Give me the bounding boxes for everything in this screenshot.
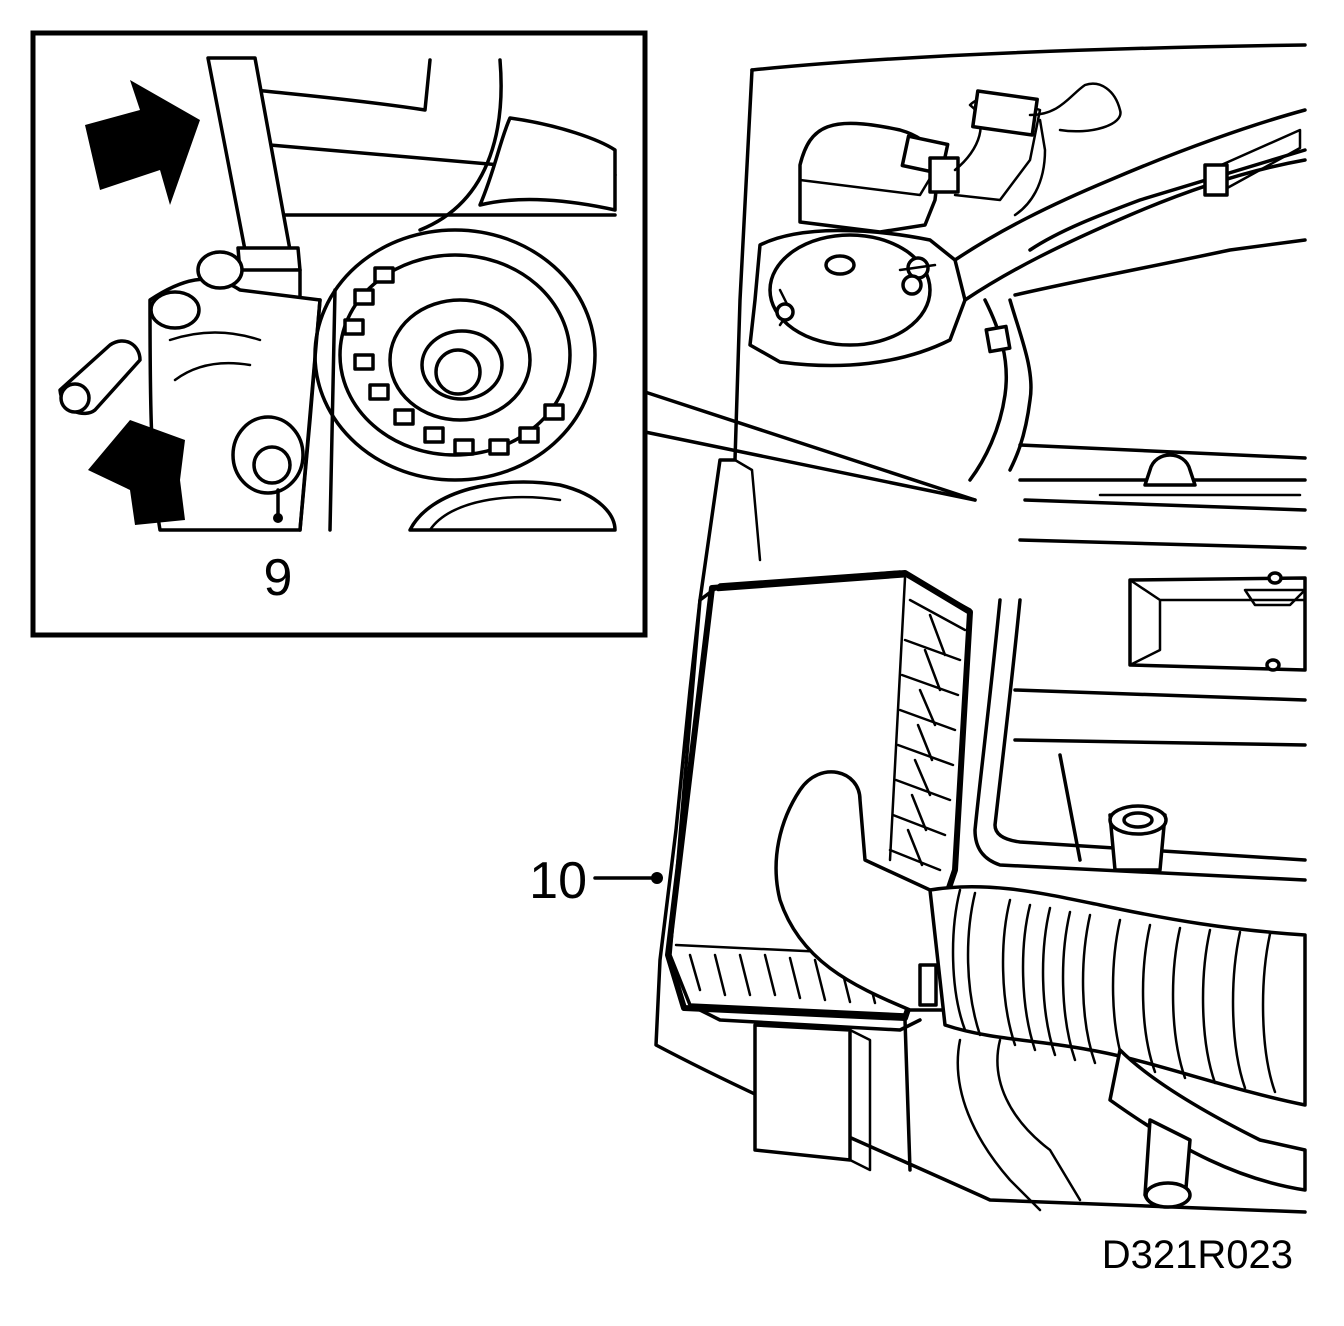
inset-detail: 9: [30, 30, 648, 638]
arrow-icon: [85, 80, 200, 205]
engine-bay: [654, 43, 1307, 1214]
relay-box: [798, 121, 939, 234]
callout-10: 10: [529, 852, 587, 910]
arrow-icon: [88, 420, 185, 525]
figure-code: D321R023: [1102, 1233, 1293, 1277]
callout-9: 9: [264, 549, 293, 607]
inset-pointer-line: [643, 390, 977, 502]
inset-pointer-line: [643, 430, 977, 502]
